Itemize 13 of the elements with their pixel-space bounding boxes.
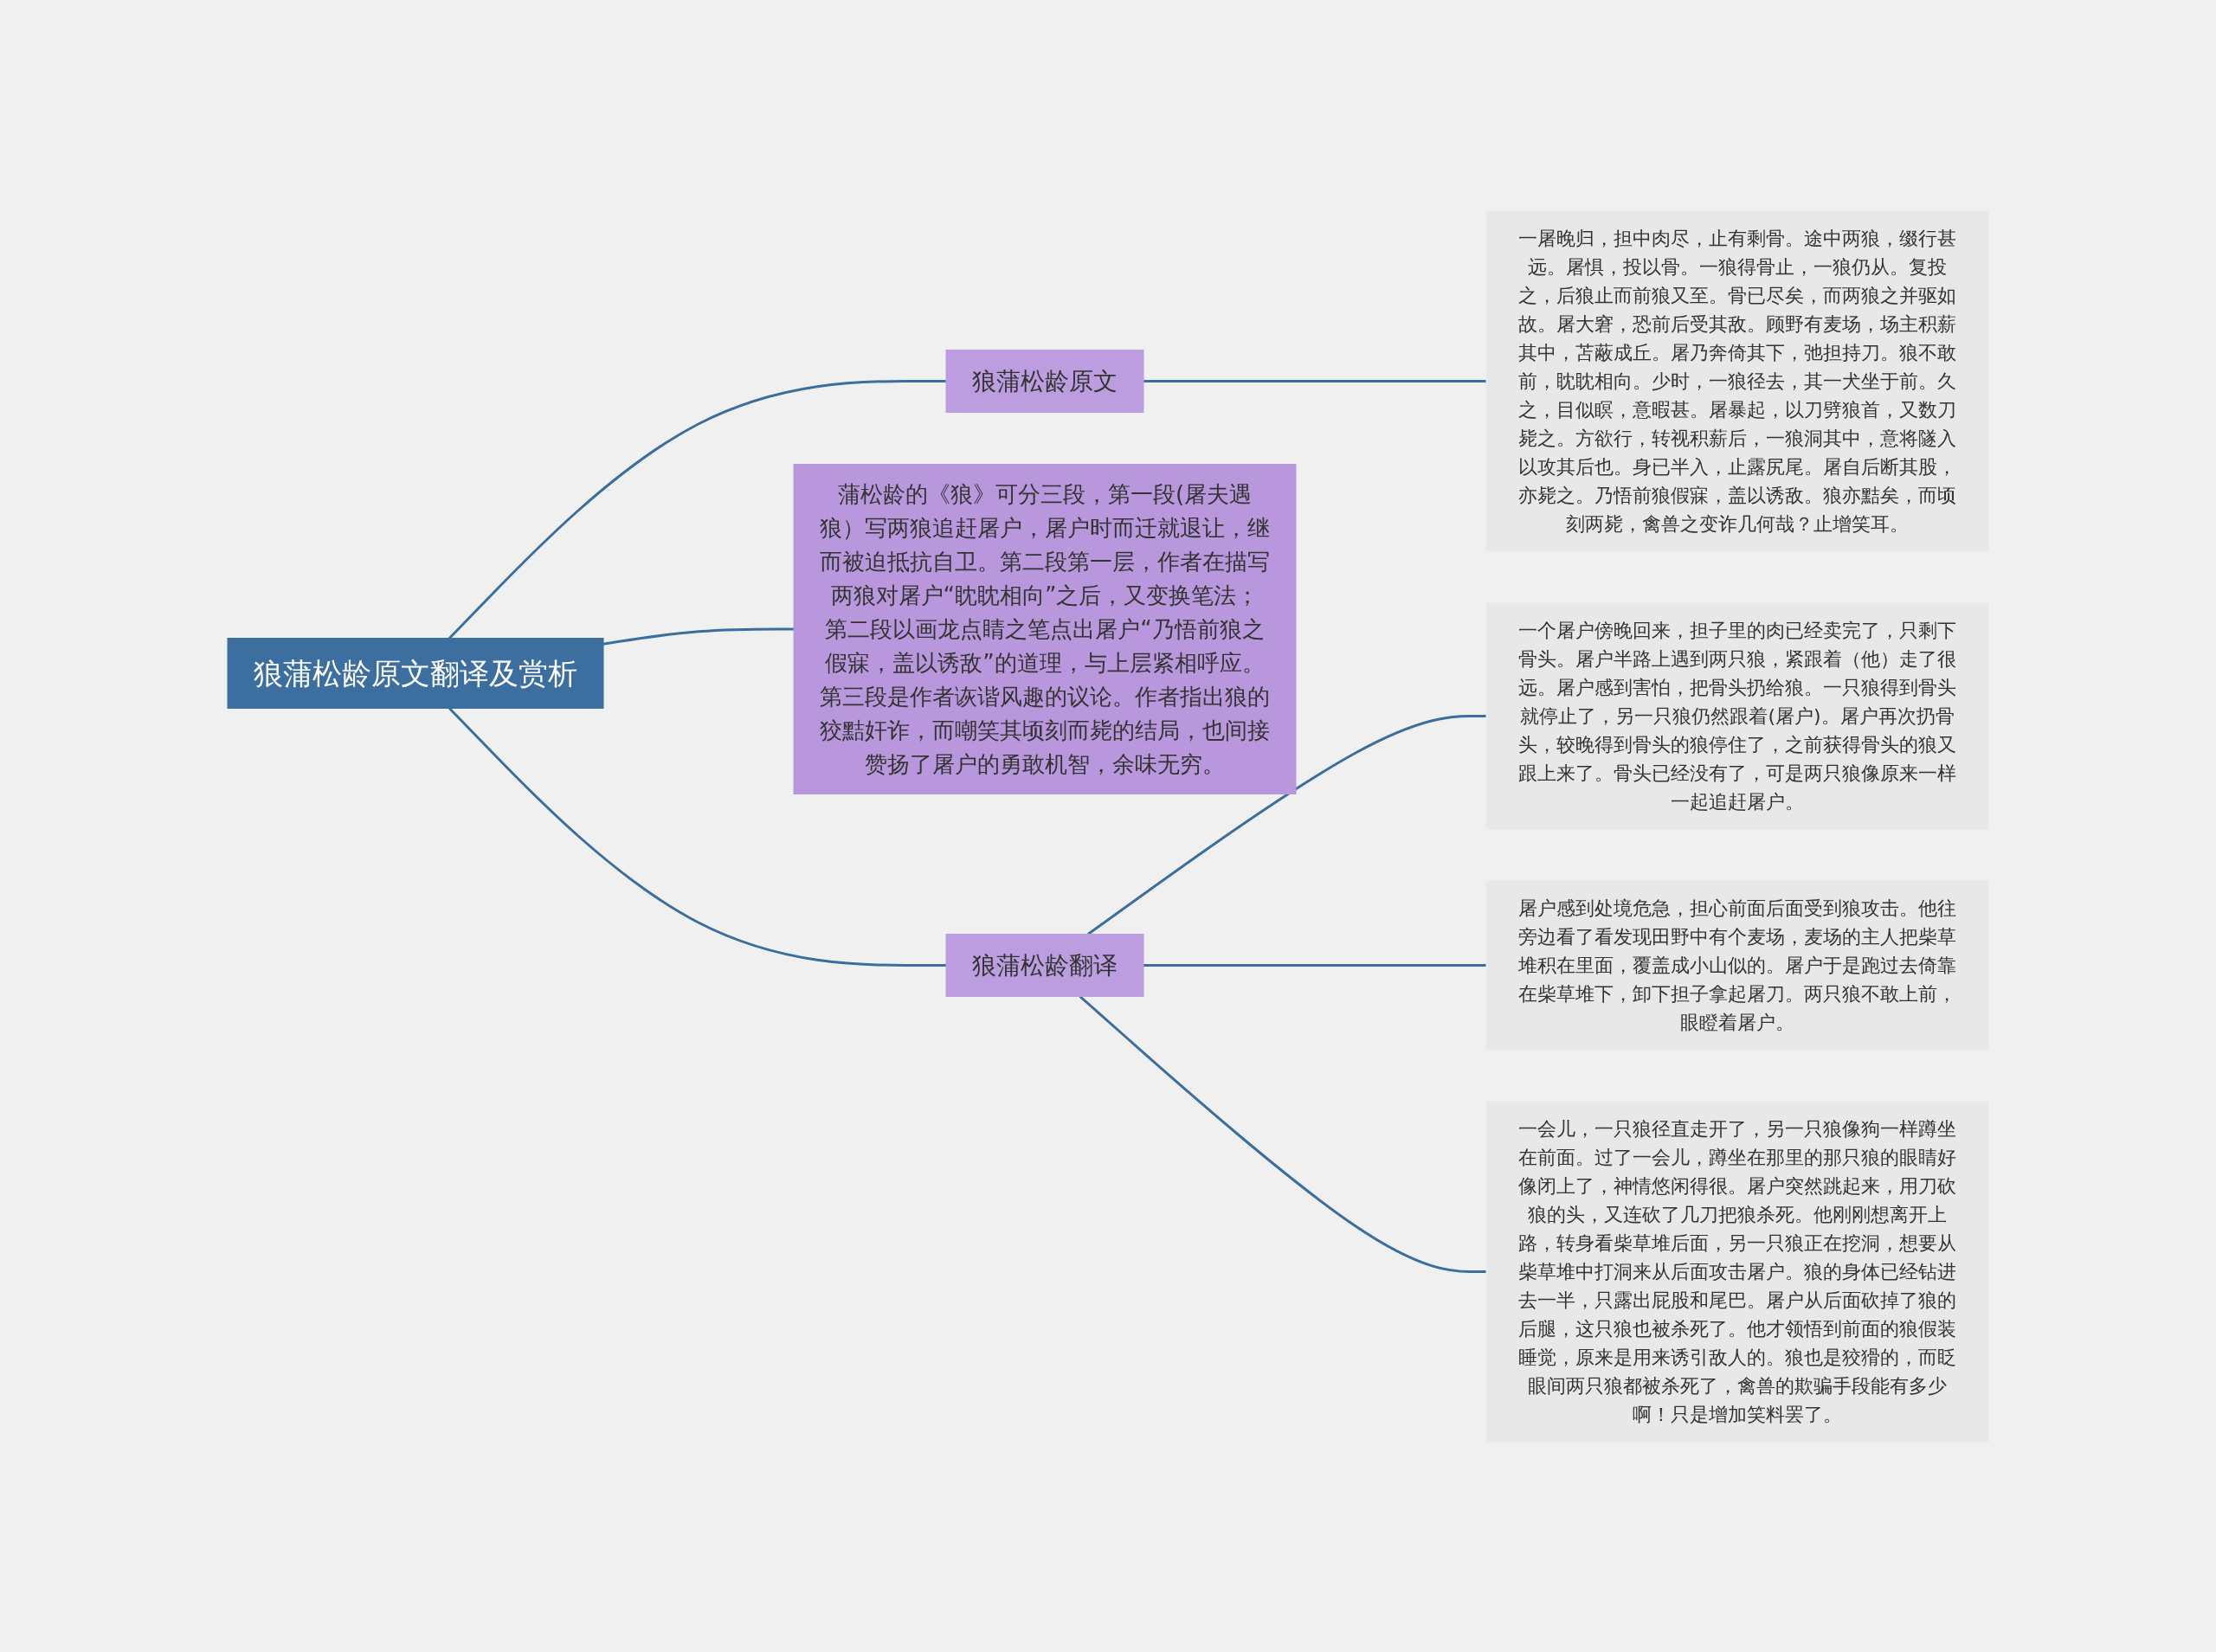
node-box: 狼蒲松龄翻译 <box>945 933 1144 997</box>
connector <box>448 379 946 640</box>
node-box: 狼蒲松龄原文翻译及赏析 <box>227 637 604 709</box>
node-box: 一屠晚归，担中肉尽，止有剩骨。途中两狼，缀行甚远。屠惧，投以骨。一狼得骨止，一狼仍从。复投之，后狼止而前狼又至。骨已尽矣，而两狼之并驱如故。屠大窘，恐前后受其敌。顾野有麦场，场主积薪其中，苫蔽成丘。屠乃奔倚其下，弛担持刀。狼不敢前，眈眈相向。少时，一狼径去，其一犬坐于前。久之，目似瞑，意暇甚。屠暴起，以刀劈狼首，又数刀毙之。方欲行，转视积薪后，一狼洞其中，意将隧入以攻其后也。身已半入，止露尻尾。屠自后断其股，亦毙之。乃悟前狼假寐，盖以诱敌。狼亦黠矣，而顷刻两毙，禽兽之变诈几何哉？止增笑耳。 <box>1485 210 1989 551</box>
connector <box>602 627 794 646</box>
node-box: 蒲松龄的《狼》可分三段，第一段(屠夫遇狼）写两狼追赶屠户，屠户时而迁就退让，继而被迫抵抗自卫。第二段第一层，作者在描写两狼对屠户“眈眈相向”之后，又变换笔法；第二段以画龙点睛之笔点出屠户“乃悟前狼之假寐，盖以诱敌”的道理，与上层紧相呼应。第三段是作者诙谐风趣的议论。作者指出狼的狡黠奸诈，而嘲笑其顷刻而毙的结局，也间接赞扬了屠户的勇敢机智，余味无穷。 <box>793 463 1297 794</box>
connector <box>1143 379 1486 382</box>
node-box: 一会儿，一只狼径直走开了，另一只狼像狗一样蹲坐在前面。过了一会儿，蹲坐在那里的那只狼的眼睛好像闭上了，神情悠闲得很。屠户突然跳起来，用刀砍狼的头，又连砍了几刀把狼杀死。他刚刚想离开上路，转身看柴草堆后面，另一只狼正在挖洞，想要从柴草堆中打洞来从后面攻击屠户。狼的身体已经钻进去一半，只露出屁股和尾巴。屠户从后面砍掉了狼的后腿，这只狼也被杀死了。他才领悟到前面的狼假装睡觉，原来是用来诱引敌人的。狼也是狡猾的，而眨眼间两只狼都被杀死了，禽兽的欺骗手段能有多少啊！只是增加笑料罢了。 <box>1485 1101 1989 1442</box>
node-box: 狼蒲松龄原文 <box>945 349 1144 413</box>
node-box: 一个屠户傍晚回来，担子里的肉已经卖完了，只剩下骨头。屠户半路上遇到两只狼，紧跟着（他）走了很远。屠户感到害怕，把骨头扔给狼。一只狼得到骨头就停止了，另一只狼仍然跟着(屠户)。屠户再次扔骨头，较晚得到骨头的狼停住了，之前获得骨头的狼又跟上来了。骨头已经没有了，可是两只狼像原来一样一起追赶屠户。 <box>1485 602 1989 829</box>
connector <box>1143 963 1486 967</box>
connector <box>1087 714 1486 935</box>
node-box: 屠户感到处境危急，担心前面后面受到狼攻击。他往旁边看了看发现田野中有个麦场，麦场的主人把柴草堆积在里面，覆盖成小山似的。屠户于是跑过去倚靠在柴草堆下，卸下担子拿起屠刀。两只狼不敢上前，眼瞪着屠户。 <box>1485 880 1989 1050</box>
